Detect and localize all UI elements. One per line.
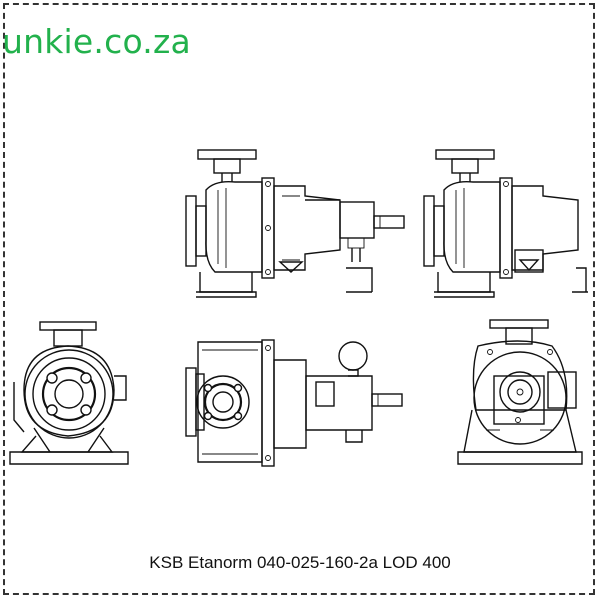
pump-front-view	[9, 321, 129, 465]
pump-plan-view	[185, 339, 403, 467]
pump-side-view-left	[185, 149, 405, 298]
watermark-text: unkie.co.za	[2, 22, 191, 61]
pump-rear-view	[457, 319, 583, 465]
drawing-caption: KSB Etanorm 040-025-160-2a LOD 400	[149, 553, 451, 572]
pump-side-view-right	[423, 149, 588, 298]
drawing-border	[3, 3, 595, 595]
